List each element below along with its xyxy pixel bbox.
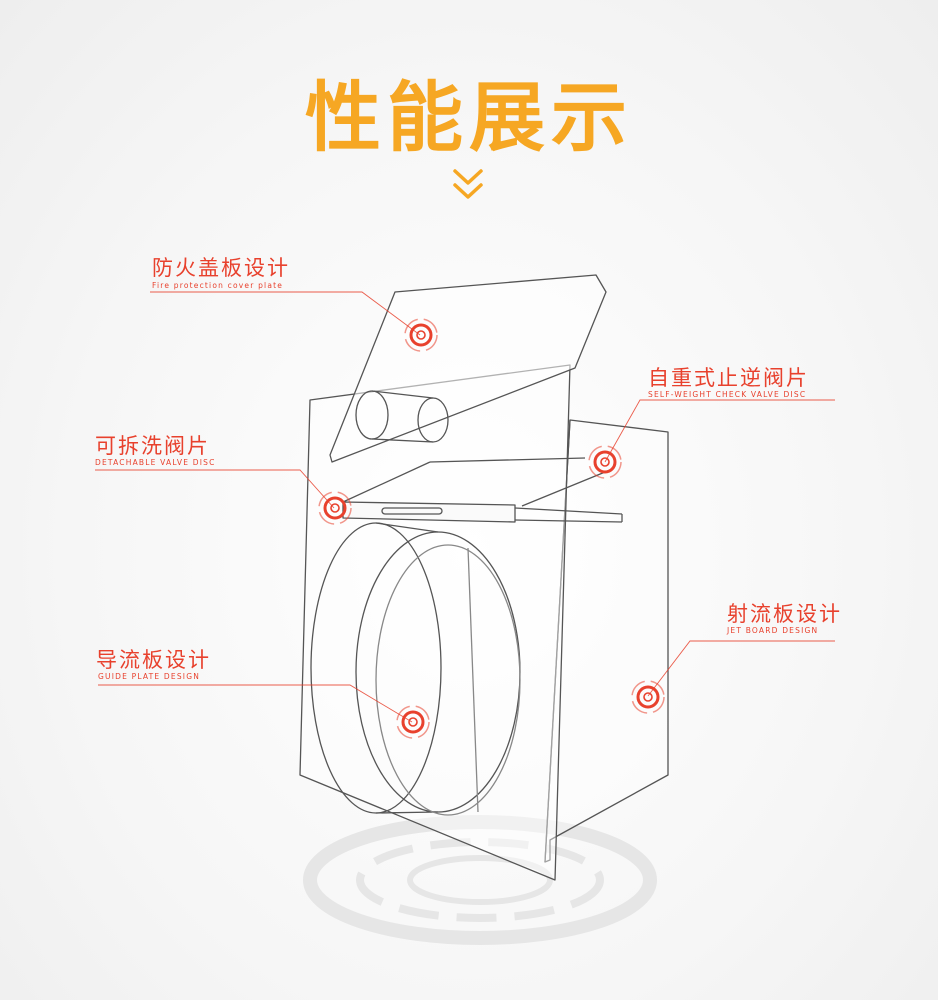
feature-label-cn: 射流板设计: [727, 602, 842, 626]
double-chevron-down-icon: [453, 169, 483, 199]
feature-label-en: GUIDE PLATE DESIGN: [98, 672, 201, 681]
target-marker: [588, 445, 622, 479]
feature-label-cn: 导流板设计: [96, 648, 211, 672]
leader-line-detachable: [95, 469, 335, 509]
fire-cover-plate: [329, 274, 607, 463]
target-marker: [404, 318, 438, 352]
feature-label-en: DETACHABLE VALVE DISC: [95, 458, 216, 467]
leader-line-guide: [98, 684, 413, 723]
target-marker: [318, 491, 352, 525]
valve-disc-bar: [342, 501, 516, 523]
feature-label-en: SELF-WEIGHT CHECK VALVE DISC: [648, 390, 807, 399]
background-rings-watermark: [303, 815, 657, 945]
page-title: 性能展示: [305, 73, 633, 162]
feature-label-en: JET BOARD DESIGN: [727, 626, 819, 635]
feature-label-cn: 可拆洗阀片: [95, 434, 210, 458]
bar-slot: [381, 507, 443, 515]
feature-label-cn: 自重式止逆阀片: [648, 366, 809, 390]
leader-line-selfweight: [604, 399, 835, 463]
leader-line-cover: [150, 291, 421, 336]
target-marker: [631, 680, 665, 714]
feature-label-en: Fire protection cover plate: [152, 281, 284, 290]
target-marker: [396, 705, 430, 739]
leader-line-jet: [647, 640, 835, 697]
valve-arm: [521, 469, 611, 507]
feature-label-cn: 防火盖板设计: [152, 256, 290, 280]
